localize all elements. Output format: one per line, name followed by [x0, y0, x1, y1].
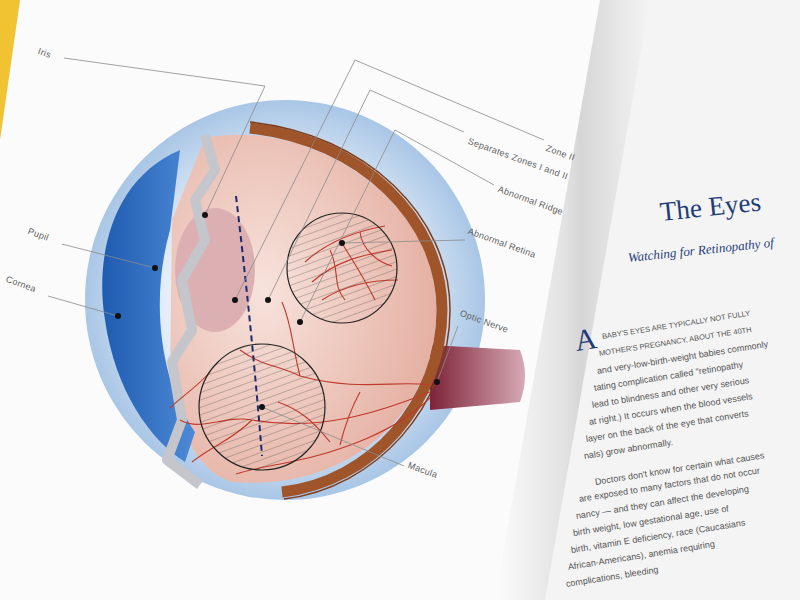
page-title: The Eyes	[658, 186, 762, 229]
part-label: Abnormal Retina	[466, 226, 537, 261]
subtitle: Watching for Retinopathy of	[627, 235, 774, 266]
part-label: Zone II	[544, 143, 576, 163]
part-label: Separates Zones I and II	[466, 136, 569, 182]
part-label: Cornea	[4, 274, 37, 295]
part-label: Abnormal Ridge	[496, 184, 564, 218]
book-cover-edge	[0, 0, 20, 140]
magnifier-circle	[199, 344, 325, 470]
drop-cap: A	[573, 323, 599, 356]
leader-lines	[48, 58, 544, 466]
part-label: Iris	[36, 46, 52, 61]
part-label: Macula	[406, 460, 439, 481]
sclera	[85, 100, 485, 500]
leader-dots	[115, 212, 440, 410]
part-label: Pupil	[26, 226, 50, 244]
part-label: Optic Nerve	[458, 308, 509, 336]
magnifier-circle	[287, 213, 397, 323]
